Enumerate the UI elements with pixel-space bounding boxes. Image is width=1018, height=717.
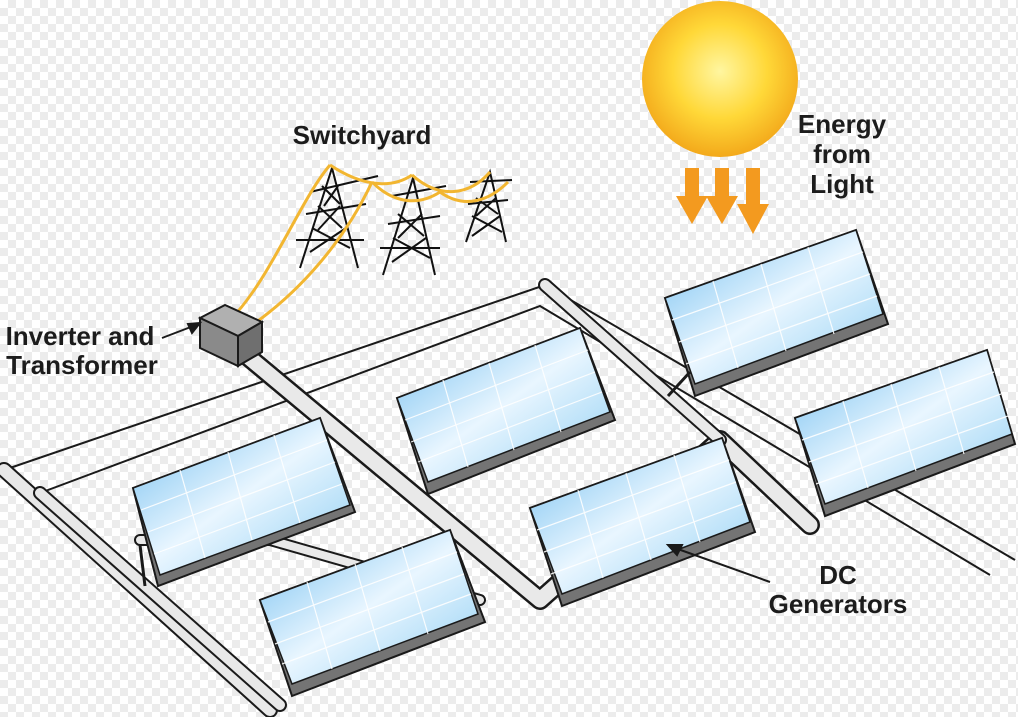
light-arrows	[676, 168, 769, 234]
dc-label-line2: Generators	[769, 589, 908, 619]
dc-label-line1: DC	[819, 560, 857, 590]
leader-arrows	[161, 321, 771, 583]
solar-panel-6	[793, 348, 1017, 518]
energy-label-line2: from	[813, 139, 871, 169]
light-arrow-3	[737, 168, 769, 234]
energy-label-line1: Energy	[798, 109, 887, 139]
solar-panel-1	[131, 416, 357, 588]
power-lines	[228, 163, 510, 332]
solar-panels	[131, 228, 1017, 698]
energy-label-line3: Light	[810, 169, 874, 199]
tower-3	[465, 168, 513, 243]
switchyard-towers	[296, 164, 513, 276]
solar-panel-5	[663, 228, 890, 398]
sun	[642, 1, 798, 157]
solar-panel-4	[528, 436, 757, 608]
solar-panel-3	[395, 326, 617, 496]
dc-leader	[674, 547, 771, 583]
light-arrow-1	[676, 168, 708, 224]
light-arrow-2	[706, 168, 738, 224]
solar-panel-2	[258, 528, 487, 698]
inverter-label-line2: Transformer	[6, 350, 158, 380]
switchyard-label: Switchyard	[293, 120, 432, 150]
inverter-box	[197, 303, 265, 368]
tower-2	[380, 174, 447, 276]
inverter-label-line1: Inverter and	[6, 321, 155, 351]
